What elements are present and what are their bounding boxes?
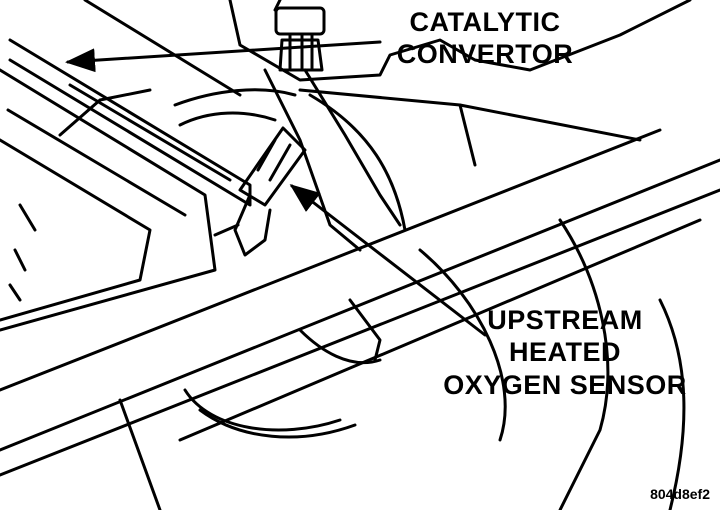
oxygen-sensor [213,126,307,257]
convertor-shield [0,38,252,332]
oxygen-sensor-label-line-1: UPSTREAM [487,305,643,335]
catalytic-convertor-label-line-2: CONVERTOR [396,39,574,70]
catalytic-convertor-label: CATALYTIC CONVERTOR [385,6,585,71]
lower-housing [118,218,686,510]
bolt [273,0,326,72]
catalytic-convertor-arrow [65,40,382,73]
oxygen-sensor-label-line-3: OXYGEN SENSOR [443,369,687,400]
figure-id: 804d8ef2 [650,486,710,502]
cross-beam [0,128,720,477]
oxygen-sensor-arrow [289,184,487,337]
oxygen-sensor-label-line-2: HEATED [508,337,621,368]
oxygen-sensor-label: UPSTREAM HEATED OXYGEN SENSOR [430,304,700,401]
catalytic-convertor-label-line-1: CATALYTIC [409,7,561,37]
exhaust-pipe [173,68,407,252]
upper-housing [83,0,692,167]
